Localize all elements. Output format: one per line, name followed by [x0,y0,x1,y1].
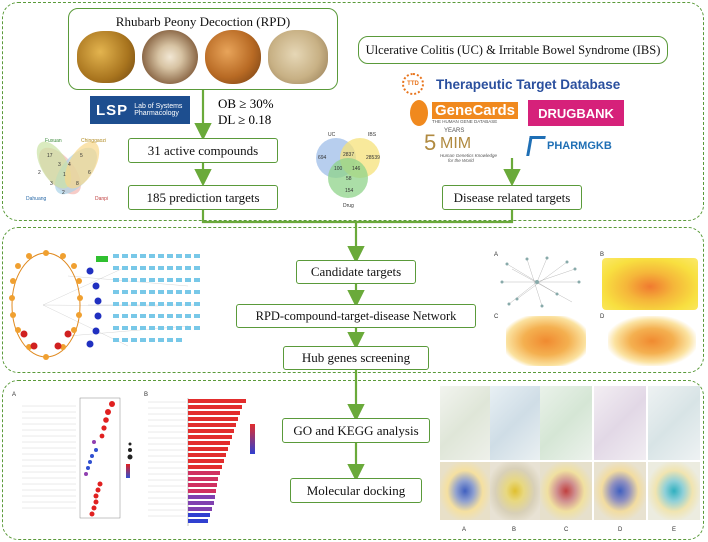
disease-venn-diagram [316,138,380,198]
docking-box: Molecular docking [290,478,422,503]
venn-herb-n4: 4 [68,162,71,168]
docking-image-bottom-e [648,462,700,520]
lsp-logo: LSP Lab of Systems Pharmacology [90,96,190,124]
venn-herb-label-2: Chinggaozi [81,138,107,144]
docking-image-top-e [648,386,700,460]
middle-panel [2,227,704,373]
omim-sub-2: for the World [448,158,474,163]
kegg-panel-label: B [144,392,149,398]
venn-disease-n5: 146 [352,166,361,172]
connector-merge [201,210,514,224]
venn-disease-n3: 28539 [366,155,380,161]
venn-herb-n6: 1 [63,172,66,178]
drugbank-text: DRUGBANK [538,105,614,121]
venn-herb-label-1: Fuxuan [45,138,62,144]
venn-disease-label-ibs: IBS [368,132,377,138]
venn-herb-n2: 5 [80,153,83,159]
venn-disease-n2: 2837 [343,152,355,158]
docking-image-bottom-c [540,462,592,520]
ppi-panel-label-a: A [494,252,499,258]
dl-filter: DL ≥ 0.18 [218,112,272,127]
venn-herb-n10: 2 [62,190,65,196]
ttd-logo-text: Therapeutic Target Database [436,76,621,92]
venn-disease-n4: 100 [334,166,343,172]
venn-herb-n1: 17 [47,153,53,159]
herb-image-danpi [142,30,198,84]
docking-label-b: B [512,527,517,533]
genecards-icon [410,100,428,126]
venn-disease-label-uc: UC [328,132,336,138]
venn-herb-n9: 8 [76,181,79,187]
hub-genes-box: Hub genes screening [283,346,429,370]
go-kegg-box: GO and KEGG analysis [282,418,430,443]
docking-image-top-a [440,386,490,460]
venn-herb-n5: 2 [38,170,41,176]
top-panel [2,2,704,221]
pharmgkb-logo: PHARMGKB [526,134,628,158]
venn-herb-label-4: Danpi [95,196,109,202]
venn-herb-n7: 6 [88,170,91,176]
kegg-bar-chart [148,398,255,526]
go-dot-plot [22,397,133,519]
docking-image-top-b [490,386,540,460]
ppi-network-c [506,316,586,366]
active-compounds-box: 31 active compounds [128,138,278,163]
venn-herb-label-3: Dahuang [26,196,47,202]
go-panel-label: A [12,392,17,398]
venn-disease-n6: 58 [346,176,352,182]
network-box: RPD-compound-target-disease Network [236,304,476,328]
ob-filter: OB ≥ 30% [218,96,274,111]
lsp-logo-text-1: Lab of Systems [134,103,183,110]
venn-disease-n1: 694 [318,155,327,161]
genecards-text: GeneCards [431,102,518,119]
genecards-logo: GeneCards THE HUMAN GENE DATABASE [410,98,518,128]
prediction-targets-box: 185 prediction targets [128,185,278,210]
disease-title-box: Ulcerative Colitis (UC) & Irritable Bowe… [358,36,668,64]
pharmgkb-text: PHARMGKB [547,140,612,152]
ttd-logo: TTD Therapeutic Target Database [402,72,672,96]
lsp-logo-text-2: Pharmacology [134,110,179,117]
ttd-logo-icon: TTD [402,73,424,95]
ppi-network-b [602,258,698,310]
venn-herb-n8: 3 [50,181,53,187]
ppi-panel-label-b: B [600,252,605,258]
herb-image-dahuang [77,31,135,83]
genecards-sub: THE HUMAN GENE DATABASE [431,119,498,124]
docking-image-bottom-b [490,462,540,520]
herb-image-dongguazi [268,30,328,84]
omim-five: 5 [424,130,437,155]
rpd-title: Rhubarb Peony Decoction (RPD) [115,14,291,29]
candidate-targets-box: Candidate targets [296,260,416,284]
omim-text: MIM [440,135,472,152]
bottom-panel [2,380,704,540]
ppi-network-a [500,256,581,308]
docking-image-bottom-a [440,462,490,520]
pharmgkb-icon [526,136,546,156]
omim-years: YEARS [444,128,465,134]
venn-disease-label-drug: Drug [343,203,354,209]
docking-label-d: D [618,527,623,533]
docking-image-bottom-d [594,462,646,520]
herb-image-taoren [205,30,261,84]
venn-disease-n7: 154 [345,188,354,194]
lsp-logo-mark: LSP [96,101,129,119]
ppi-network-d [608,316,696,366]
docking-label-a: A [462,527,467,533]
docking-image-top-c [540,386,592,460]
omim-logo: YEARS 5 MIM Human Genetics Knowledge for… [424,128,504,163]
network-figure [9,250,200,360]
venn-herb-n3: 3 [58,162,61,168]
omim-sub-1: Human Genetics Knowledge [440,153,498,158]
drugbank-logo: DRUGBANK [528,100,624,126]
docking-label-c: C [564,527,569,533]
disease-targets-box: Disease related targets [442,185,582,210]
docking-label-e: E [672,527,677,533]
herb-venn-diagram [36,141,100,195]
docking-image-top-d [594,386,646,460]
ppi-panel-label-c: C [494,314,499,320]
ppi-panel-label-d: D [600,314,605,320]
